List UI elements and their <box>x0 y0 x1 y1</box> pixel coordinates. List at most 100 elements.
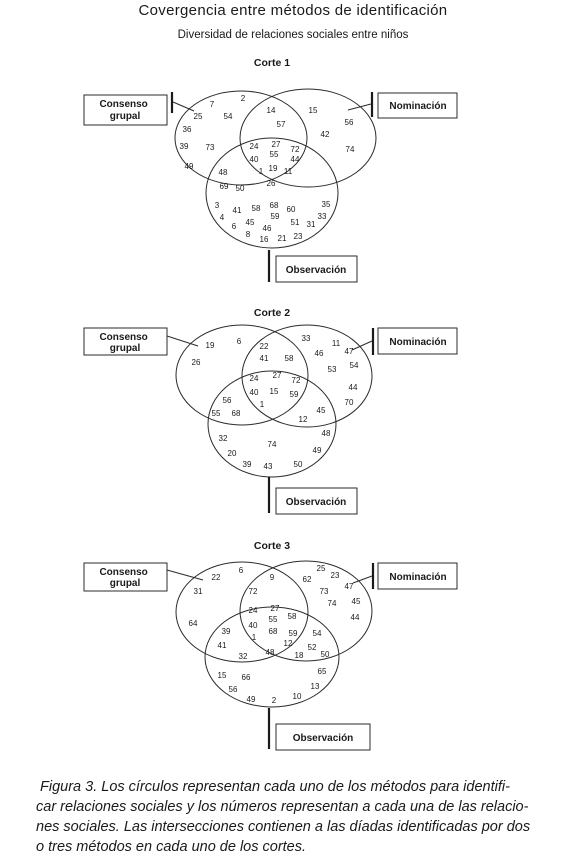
relation-number: 73 <box>206 143 215 152</box>
relation-number: 47 <box>345 347 354 356</box>
panel-corte-1: Corte 1 Consenso grupal Nominación Obser… <box>83 57 458 283</box>
label-nominacion: Nominación <box>389 572 446 583</box>
relation-number: 58 <box>288 612 297 621</box>
relation-number: 44 <box>349 383 358 392</box>
relation-number: 49 <box>313 446 322 455</box>
relation-number: 49 <box>185 162 194 171</box>
relation-number: 7 <box>210 100 215 109</box>
label-box-nominacion <box>377 562 458 590</box>
circle-consenso <box>175 324 309 426</box>
relation-number: 23 <box>294 232 303 241</box>
label-consenso-line2: grupal <box>110 111 141 122</box>
label-box-nominacion <box>377 327 458 355</box>
figure-title: Covergencia entre métodos de identificac… <box>138 2 448 19</box>
relation-number: 2 <box>241 94 246 103</box>
label-observacion: Observación <box>286 265 347 276</box>
panel-corte-2: Corte 2 Consenso grupal Nominación Obser… <box>83 307 458 515</box>
relation-number: 3 <box>215 201 220 210</box>
label-nominacion: Nominación <box>389 101 446 112</box>
relation-number: 1 <box>259 167 264 176</box>
circle-observacion <box>204 606 340 708</box>
label-observacion: Observación <box>293 733 354 744</box>
relation-number: 6 <box>239 566 244 575</box>
relation-number: 33 <box>318 212 327 221</box>
caption-line-4: o tres métodos en cada uno de los cortes… <box>36 839 307 855</box>
relation-number: 59 <box>271 212 280 221</box>
relation-number: 45 <box>317 406 326 415</box>
relation-number: 22 <box>260 342 269 351</box>
label-consenso-line1: Consenso <box>99 99 147 110</box>
relation-number: 72 <box>291 145 300 154</box>
circle-consenso <box>175 561 309 663</box>
relation-number: 27 <box>271 604 280 613</box>
relation-number: 15 <box>218 671 227 680</box>
relation-number: 36 <box>183 125 192 134</box>
relation-number: 68 <box>269 627 278 636</box>
circle-nominacion <box>239 88 377 188</box>
relation-number: 8 <box>246 230 251 239</box>
relation-number: 46 <box>263 224 272 233</box>
label-box-observacion <box>275 723 371 751</box>
relation-number: 60 <box>287 205 296 214</box>
relation-number: 1 <box>260 400 265 409</box>
relation-number: 50 <box>236 184 245 193</box>
relation-number: 62 <box>303 575 312 584</box>
connector-consenso-line <box>166 335 199 347</box>
relation-number: 24 <box>249 606 258 615</box>
relation-number: 64 <box>189 619 198 628</box>
relation-number: 55 <box>270 150 279 159</box>
relation-number: 39 <box>243 460 252 469</box>
relation-number: 44 <box>351 613 360 622</box>
label-consenso-line2: grupal <box>110 578 141 589</box>
connector-nominacion-line <box>351 340 373 351</box>
label-box-nominacion <box>377 92 458 119</box>
label-consenso: Consenso grupal <box>99 567 150 589</box>
relation-number: 41 <box>218 641 227 650</box>
relation-number: 74 <box>268 440 277 449</box>
label-consenso-line1: Consenso <box>99 332 147 343</box>
connector-consenso-line <box>166 569 204 581</box>
relation-number: 73 <box>320 587 329 596</box>
relation-number: 32 <box>239 652 248 661</box>
relation-number: 42 <box>321 130 330 139</box>
circle-nominacion <box>239 560 373 662</box>
label-box-observacion <box>275 255 358 283</box>
relation-number: 56 <box>229 685 238 694</box>
circle-consenso <box>174 90 308 186</box>
caption-line-2: car relaciones sociales y los números re… <box>36 799 529 815</box>
relation-number: 15 <box>270 387 279 396</box>
relation-number: 48 <box>322 429 331 438</box>
panel-label: Corte 3 <box>254 540 290 552</box>
relation-number: 56 <box>345 118 354 127</box>
relation-number: 21 <box>278 234 287 243</box>
circle-observacion <box>205 137 339 249</box>
relation-number: 12 <box>284 639 293 648</box>
relation-number: 24 <box>250 374 259 383</box>
relation-number: 18 <box>295 651 304 660</box>
label-box-consenso <box>83 327 168 356</box>
relation-number: 26 <box>267 179 276 188</box>
relation-number: 46 <box>315 349 324 358</box>
relation-number: 24 <box>250 142 259 151</box>
relation-number: 50 <box>321 650 330 659</box>
relation-number: 20 <box>228 449 237 458</box>
relation-number: 48 <box>219 168 228 177</box>
relation-number: 39 <box>180 142 189 151</box>
relation-number: 68 <box>232 409 241 418</box>
panel-corte-3: Corte 3 Consenso grupal Nominación Obser… <box>83 540 458 751</box>
label-nominacion: Nominación <box>389 337 446 348</box>
label-box-consenso <box>83 94 168 126</box>
relation-number: 35 <box>322 200 331 209</box>
relation-number: 72 <box>292 376 301 385</box>
caption-line-1: Figura 3. Los círculos representan cada … <box>40 779 510 795</box>
venn-figure: Corte 1 Consenso grupal Nominación Obser… <box>83 57 458 751</box>
relation-number: 50 <box>294 460 303 469</box>
relation-number: 56 <box>223 396 232 405</box>
relation-number: 11 <box>332 339 341 348</box>
relation-number: 4 <box>220 213 225 222</box>
relation-number: 53 <box>328 365 337 374</box>
relation-number: 25 <box>317 564 326 573</box>
relation-number: 65 <box>318 667 327 676</box>
